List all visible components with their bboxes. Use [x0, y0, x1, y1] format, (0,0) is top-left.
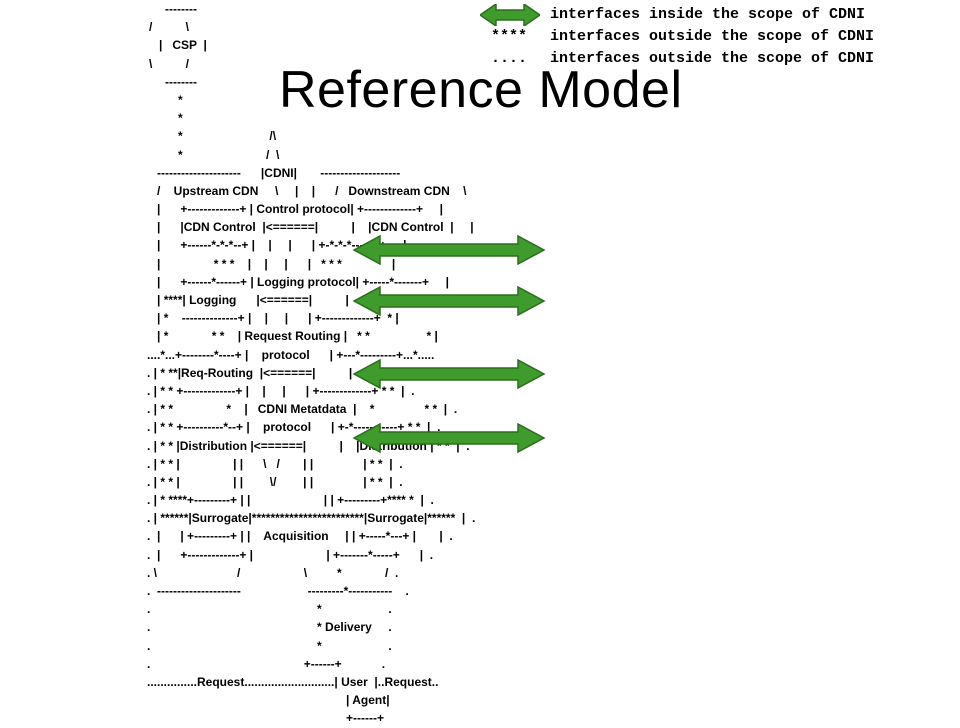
legend-text: interfaces outside the scope of CDNI: [550, 50, 875, 67]
double-arrow-icon: [480, 4, 540, 26]
legend-symbol: ****: [490, 28, 527, 45]
diagram-line: . | * * +----------*--+ | protocol | +-*…: [147, 420, 441, 435]
diagram-line: . | * * | | | \ / | | | * * | .: [147, 456, 403, 471]
diagram-line: . | * * * | CDNI Metatdata | * * * | .: [147, 402, 458, 417]
diagram-line: --------: [165, 2, 197, 16]
diagram-line: ....*...+--------*----+ | protocol | +--…: [147, 347, 435, 362]
diagram-line: / \: [149, 20, 190, 35]
diagram-line: . | * * | | | \/ | | | * * | .: [147, 474, 403, 489]
diagram-line: | * * * | | | | * * * |: [157, 256, 396, 271]
diagram-line: | +------*------+ | Logging protocol| +-…: [157, 274, 450, 289]
diagram-line: | CSP |: [159, 38, 207, 53]
diagram-line: . * .: [147, 638, 392, 653]
diagram-line: ...............Request..................…: [147, 674, 439, 689]
diagram-line: | * * * | Request Routing | * * * |: [157, 329, 438, 344]
diagram-line: *: [178, 92, 183, 107]
diagram-line: | |CDN Control |<======| | |CDN Control …: [157, 220, 474, 235]
legend-row-outside-scope-dots: .... interfaces outside the scope of CDN…: [478, 48, 958, 70]
double-arrow-icon: [352, 285, 546, 317]
diagram-line: . * Delivery .: [147, 620, 392, 635]
diagram-line: \ /: [149, 56, 190, 71]
diagram-line: --------------------- |CDNI| -----------…: [157, 165, 401, 180]
legend-text: interfaces inside the scope of CDNI: [550, 6, 866, 23]
diagram-line: . +------+ .: [147, 656, 386, 671]
diagram-line: . | ******|Surrogate|*******************…: [147, 511, 476, 526]
diagram-line: | * --------------+ | | | | +-----------…: [157, 311, 399, 326]
diagram-line: | +-------------+ | Control protocol| +-…: [157, 202, 444, 217]
diagram-line: . | * * +-------------+ | | | | +-------…: [147, 383, 415, 398]
diagram-line: . | | +---------+ | | Acquisition | | +-…: [147, 529, 453, 544]
diagram-line: . \ / \ * / .: [147, 565, 399, 580]
diagram-line: | Agent|: [346, 693, 390, 708]
legend: interfaces inside the scope of CDNI ****…: [478, 4, 958, 70]
diagram-line: . * .: [147, 602, 392, 617]
double-arrow-icon: [352, 234, 546, 266]
diagram-line: . | +-------------+ | | +-------*-----+ …: [147, 547, 434, 562]
double-arrow-icon: [352, 358, 546, 390]
legend-symbol: ....: [490, 50, 527, 67]
diagram-line: * /\: [178, 129, 277, 144]
diagram-line: . --------------------- ---------*------…: [147, 584, 409, 598]
legend-row-outside-scope-stars: **** interfaces outside the scope of CDN…: [478, 26, 958, 48]
diagram-line: / Upstream CDN \ | | / Downstream CDN \: [157, 183, 467, 198]
diagram-line: *: [178, 111, 183, 126]
legend-row-inside-scope: interfaces inside the scope of CDNI: [478, 4, 958, 26]
diagram-line: --------: [165, 74, 197, 89]
legend-text: interfaces outside the scope of CDNI: [550, 28, 875, 45]
double-arrow-icon: [352, 422, 546, 454]
slide-title: Reference Model: [279, 61, 683, 119]
diagram-line: * / \: [178, 147, 280, 162]
diagram-line: . | * ****+---------+ | | | | +---------…: [147, 493, 434, 508]
